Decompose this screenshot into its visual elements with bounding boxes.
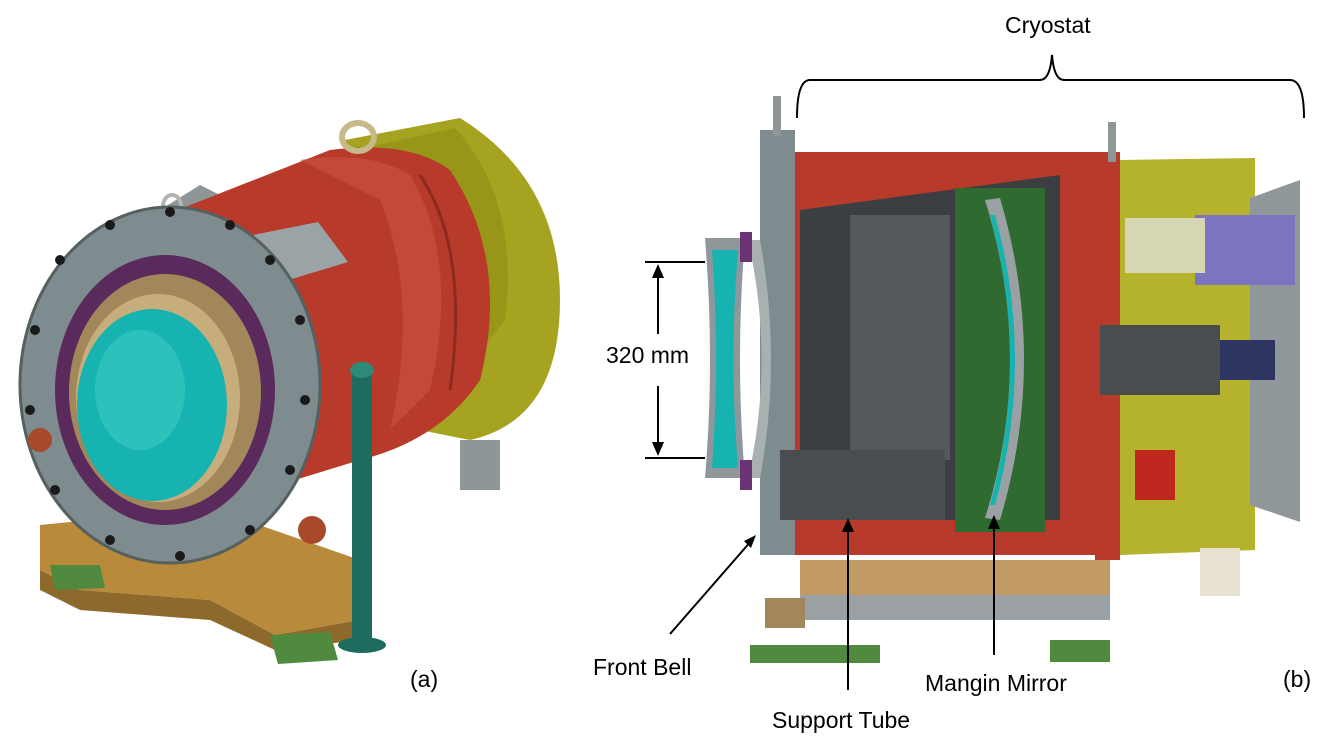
- front-bell-arrowhead: [744, 535, 756, 548]
- mangin-mirror: [985, 198, 1024, 520]
- support-tube-label: Support Tube: [772, 707, 911, 733]
- mangin-mirror-label: Mangin Mirror: [925, 670, 1067, 696]
- dim-arrowhead-up: [652, 264, 664, 278]
- panel-a-render: [18, 118, 560, 664]
- support-tube-section: [780, 450, 945, 520]
- panel-a-label: (a): [410, 666, 439, 692]
- mangin-mirror-arrowhead: [988, 515, 1000, 529]
- panel-b-label: (b): [1283, 666, 1312, 692]
- front-bell-label: Front Bell: [593, 654, 692, 680]
- support-pillar: [352, 370, 372, 640]
- front-bell-section: [760, 130, 795, 555]
- cryostat-brace: [796, 54, 1305, 119]
- cryostat-label: Cryostat: [1005, 12, 1091, 38]
- dim-arrowhead-down: [652, 442, 664, 456]
- support-tube-arrowhead: [842, 518, 854, 532]
- dimension-label: 320 mm: [606, 342, 690, 368]
- panel-b-render: [705, 96, 1300, 663]
- front-bell-arrow: [669, 539, 753, 635]
